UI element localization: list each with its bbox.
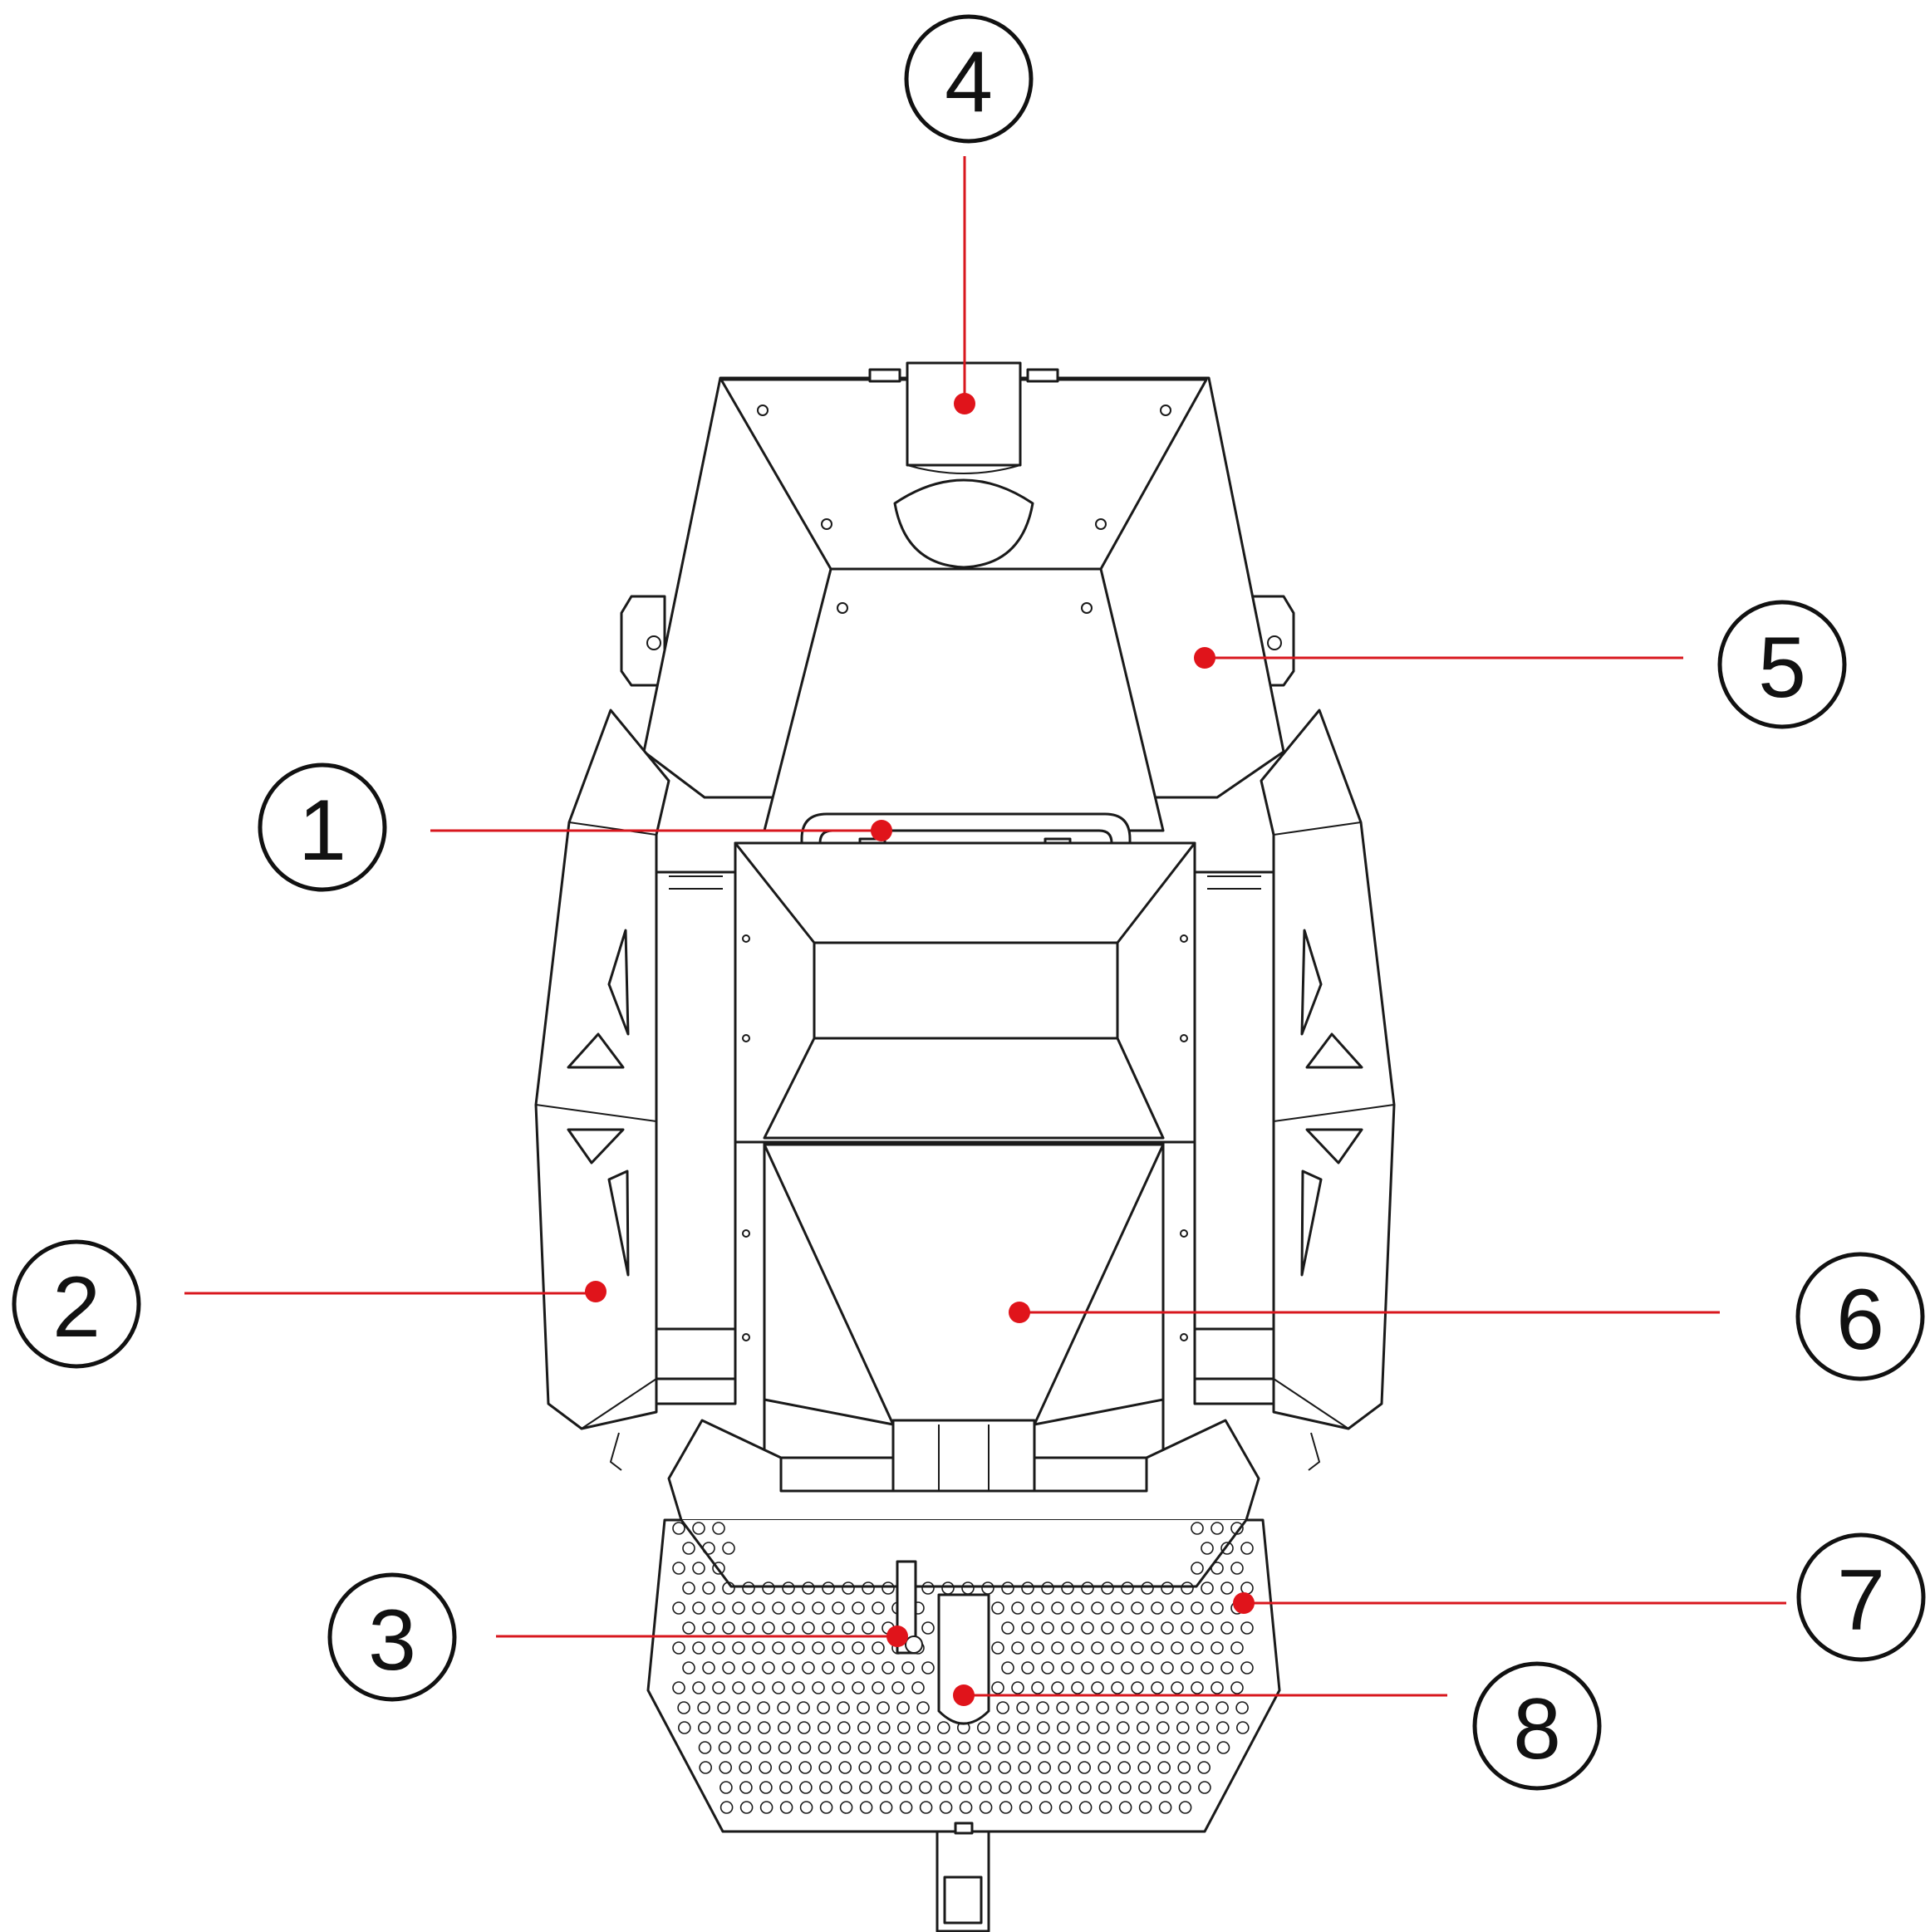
front-hopper [734,841,1196,1459]
callout-7: 7 [1233,1532,1926,1662]
callout-7-label: 7 [1837,1552,1885,1649]
callout-8: 8 [953,1661,1602,1791]
callout-2-label: 2 [52,1259,101,1356]
callout-2: 2 [12,1239,607,1369]
callout-1: 1 [258,763,892,892]
callout-3-label: 3 [368,1592,416,1689]
callouts: 1 2 3 4 5 [12,14,1926,1791]
device-drawing [534,361,1396,1932]
callout-6-label: 6 [1836,1272,1884,1368]
callout-3: 3 [327,1572,908,1702]
callout-8-label: 8 [1513,1681,1561,1778]
right-side-wing [1260,709,1396,1471]
callout-4: 4 [904,14,1034,414]
callout-1-label: 1 [298,782,346,879]
perforated-base-plate [646,1419,1281,1932]
perforation-holes [672,1522,1254,1814]
callout-4-label: 4 [945,34,993,130]
left-side-wing [534,709,670,1471]
callout-5: 5 [1194,600,1847,729]
callout-5-label: 5 [1758,620,1806,716]
inner-frame [655,870,1275,1405]
callout-6: 6 [1009,1252,1925,1381]
